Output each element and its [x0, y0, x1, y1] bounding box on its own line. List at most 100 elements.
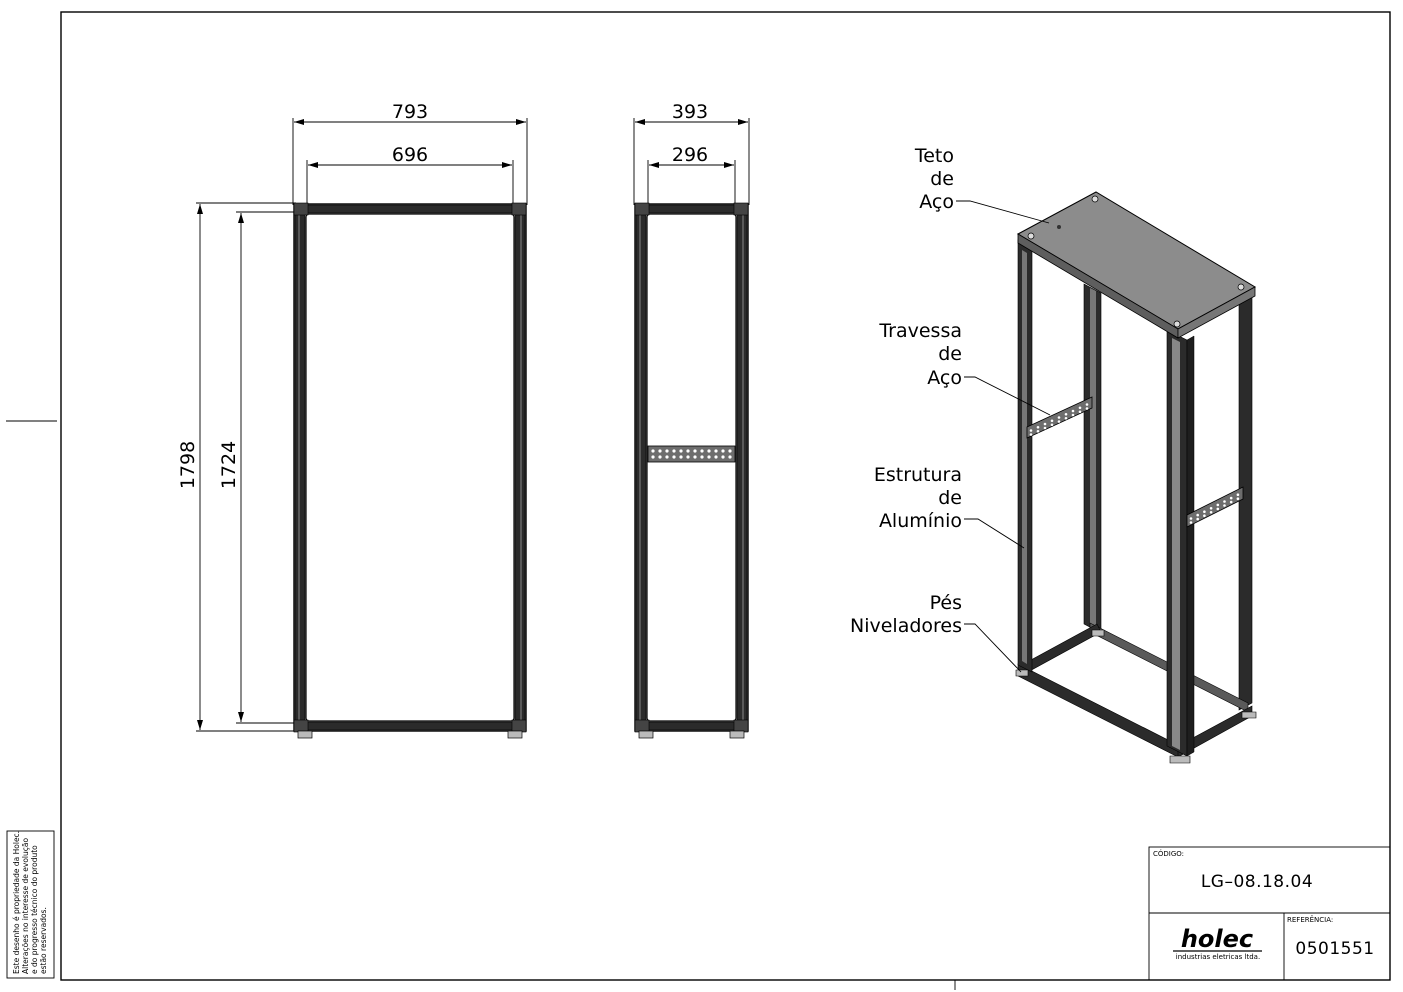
iso-foot-front	[1169, 755, 1191, 764]
rail-hole	[1043, 422, 1047, 426]
rail-hole	[700, 455, 704, 459]
rail-hole	[672, 455, 676, 459]
reference-label: REFERÊNCIA:	[1287, 915, 1333, 924]
reference-value: 0501551	[1295, 939, 1374, 959]
title-block: CÓDIGO: LG–08.18.04 REFERÊNCIA: 0501551 …	[1148, 846, 1391, 981]
rail-hole	[1216, 503, 1220, 507]
rail-hole	[1085, 403, 1089, 406]
rail-hole	[665, 455, 669, 459]
callout-roof-line-1: Teto	[914, 145, 954, 167]
rail-hole	[1078, 410, 1082, 414]
holec-logo: holec	[1181, 925, 1253, 953]
rail-hole	[1036, 429, 1040, 433]
rail-hole	[1196, 517, 1199, 521]
front-top-profile	[294, 204, 526, 214]
side-top-profile	[635, 204, 748, 214]
dim-front-inner-width: 696	[392, 144, 428, 166]
side-bottom-profile	[635, 721, 748, 731]
rail-hole	[1223, 500, 1226, 503]
disclaimer-line-4: estão reservados.	[39, 907, 48, 974]
iso-bottom-front-rail	[1017, 663, 1181, 759]
dim-side-outer-width: 393	[672, 101, 708, 123]
rail-hole	[1050, 423, 1054, 427]
callout-roof-line-3: Aço	[919, 191, 954, 213]
rail-hole	[1057, 420, 1061, 423]
side-foot-left	[638, 730, 654, 739]
code-label: CÓDIGO:	[1153, 849, 1184, 858]
front-foot-right	[507, 730, 523, 739]
callout-roof-line-2: de	[930, 168, 954, 190]
side-foot-right	[729, 730, 745, 739]
rail-hole	[651, 449, 655, 453]
side-frame-outer	[634, 203, 749, 732]
disclaimer-line-2: Alterações no interesse de evolução	[21, 838, 30, 974]
rail-hole	[721, 449, 725, 453]
isometric-view	[1015, 191, 1257, 764]
rail-hole	[1085, 407, 1089, 410]
code-value: LG–08.18.04	[1201, 872, 1313, 892]
front-view: 793 696 1798 1724	[177, 101, 528, 739]
disclaimer-line-3: e do progresso técnico do produto	[30, 845, 39, 974]
rail-hole	[1029, 429, 1033, 432]
iso-crossbar-right	[1186, 486, 1244, 528]
rail-hole	[1071, 409, 1075, 413]
front-right-post	[514, 204, 526, 731]
rail-hole	[686, 449, 690, 453]
side-view: 393 296	[633, 101, 750, 739]
callout-roof: Teto de Aço	[914, 145, 1050, 224]
rail-hole	[721, 455, 725, 459]
rail-hole	[1189, 521, 1193, 524]
rail-hole	[1209, 511, 1213, 514]
rail-hole	[707, 455, 711, 459]
rail-hole	[1216, 507, 1220, 511]
rail-hole	[1236, 493, 1240, 497]
iso-foot-right	[1241, 711, 1257, 719]
iso-crossbar-left	[1026, 396, 1093, 439]
front-left-post	[294, 204, 306, 731]
callout-crossbar-line-3: Aço	[927, 367, 962, 389]
callout-feet-line-2: Niveladores	[850, 615, 962, 637]
rail-hole	[679, 449, 683, 453]
rail-hole	[1057, 416, 1061, 419]
holec-logo-subtitle: industrias eletricas ltda.	[1176, 953, 1260, 961]
rail-hole	[707, 449, 711, 453]
front-frame-outer	[293, 203, 527, 732]
rail-hole	[1196, 513, 1199, 517]
dim-inner-height: 1724	[218, 441, 240, 489]
side-crossbar-rail	[647, 445, 736, 463]
rail-hole	[1236, 497, 1240, 501]
rail-hole	[1203, 514, 1206, 517]
iso-steel-roof	[1016, 191, 1257, 339]
rail-hole	[1223, 504, 1226, 507]
rail-hole	[665, 449, 669, 453]
rail-hole	[679, 455, 683, 459]
callout-structure: Estrutura de Alumínio	[874, 464, 1025, 549]
rail-hole	[1071, 413, 1075, 417]
callout-feet-line-1: Pés	[930, 592, 962, 614]
side-left-post	[635, 204, 647, 731]
rail-hole	[700, 449, 704, 453]
rail-hole	[728, 455, 732, 459]
callout-structure-line-3: Alumínio	[879, 510, 962, 532]
sheet-border	[60, 11, 1391, 981]
iso-foot-left	[1015, 669, 1029, 677]
rail-hole	[1078, 406, 1082, 410]
rail-hole	[1209, 507, 1213, 510]
front-foot-left	[297, 730, 313, 739]
callout-structure-line-1: Estrutura	[874, 464, 962, 486]
front-bottom-profile	[294, 721, 526, 731]
rail-hole	[1029, 433, 1033, 436]
callout-crossbar: Travessa de Aço	[878, 320, 1051, 416]
side-right-post	[736, 204, 748, 731]
rail-hole	[1043, 426, 1047, 430]
disclaimer-box: Este desenho é propriedade da Holec. Alt…	[6, 830, 55, 979]
rail-hole	[728, 449, 732, 453]
rail-hole	[1050, 419, 1054, 423]
rail-hole	[693, 449, 697, 453]
rail-hole	[1064, 416, 1068, 420]
rail-hole	[714, 449, 718, 453]
rail-hole	[1229, 496, 1233, 500]
rail-hole	[1036, 425, 1040, 429]
dim-outer-height: 1798	[177, 441, 199, 489]
rail-hole	[686, 455, 690, 459]
